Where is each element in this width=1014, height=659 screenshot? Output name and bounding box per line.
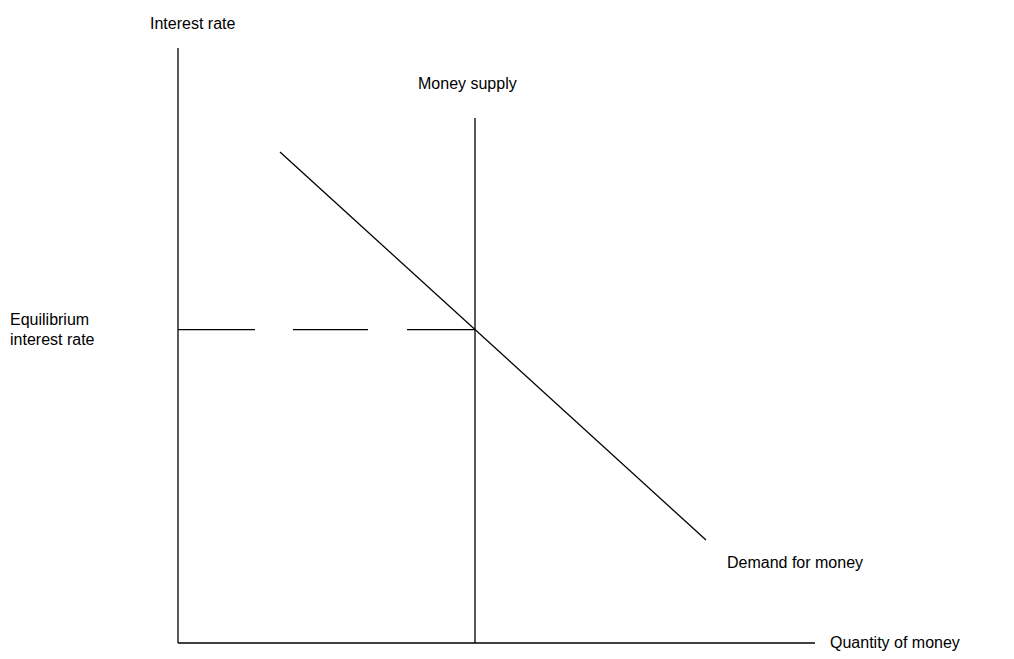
equilibrium-dash xyxy=(178,329,255,330)
curve-label: Money supply xyxy=(418,74,517,94)
axis-title: Quantity of money xyxy=(830,633,960,653)
curve-label: Demand for money xyxy=(727,553,863,573)
money-supply-line xyxy=(474,118,475,643)
axis-value-label: Equilibrium interest rate xyxy=(10,310,110,350)
y-axis xyxy=(177,48,178,643)
equilibrium-dash xyxy=(407,329,475,330)
money-demand-line xyxy=(280,152,706,540)
x-axis xyxy=(178,642,815,643)
equilibrium-dash xyxy=(293,329,368,330)
axis-title: Interest rate xyxy=(150,14,235,34)
